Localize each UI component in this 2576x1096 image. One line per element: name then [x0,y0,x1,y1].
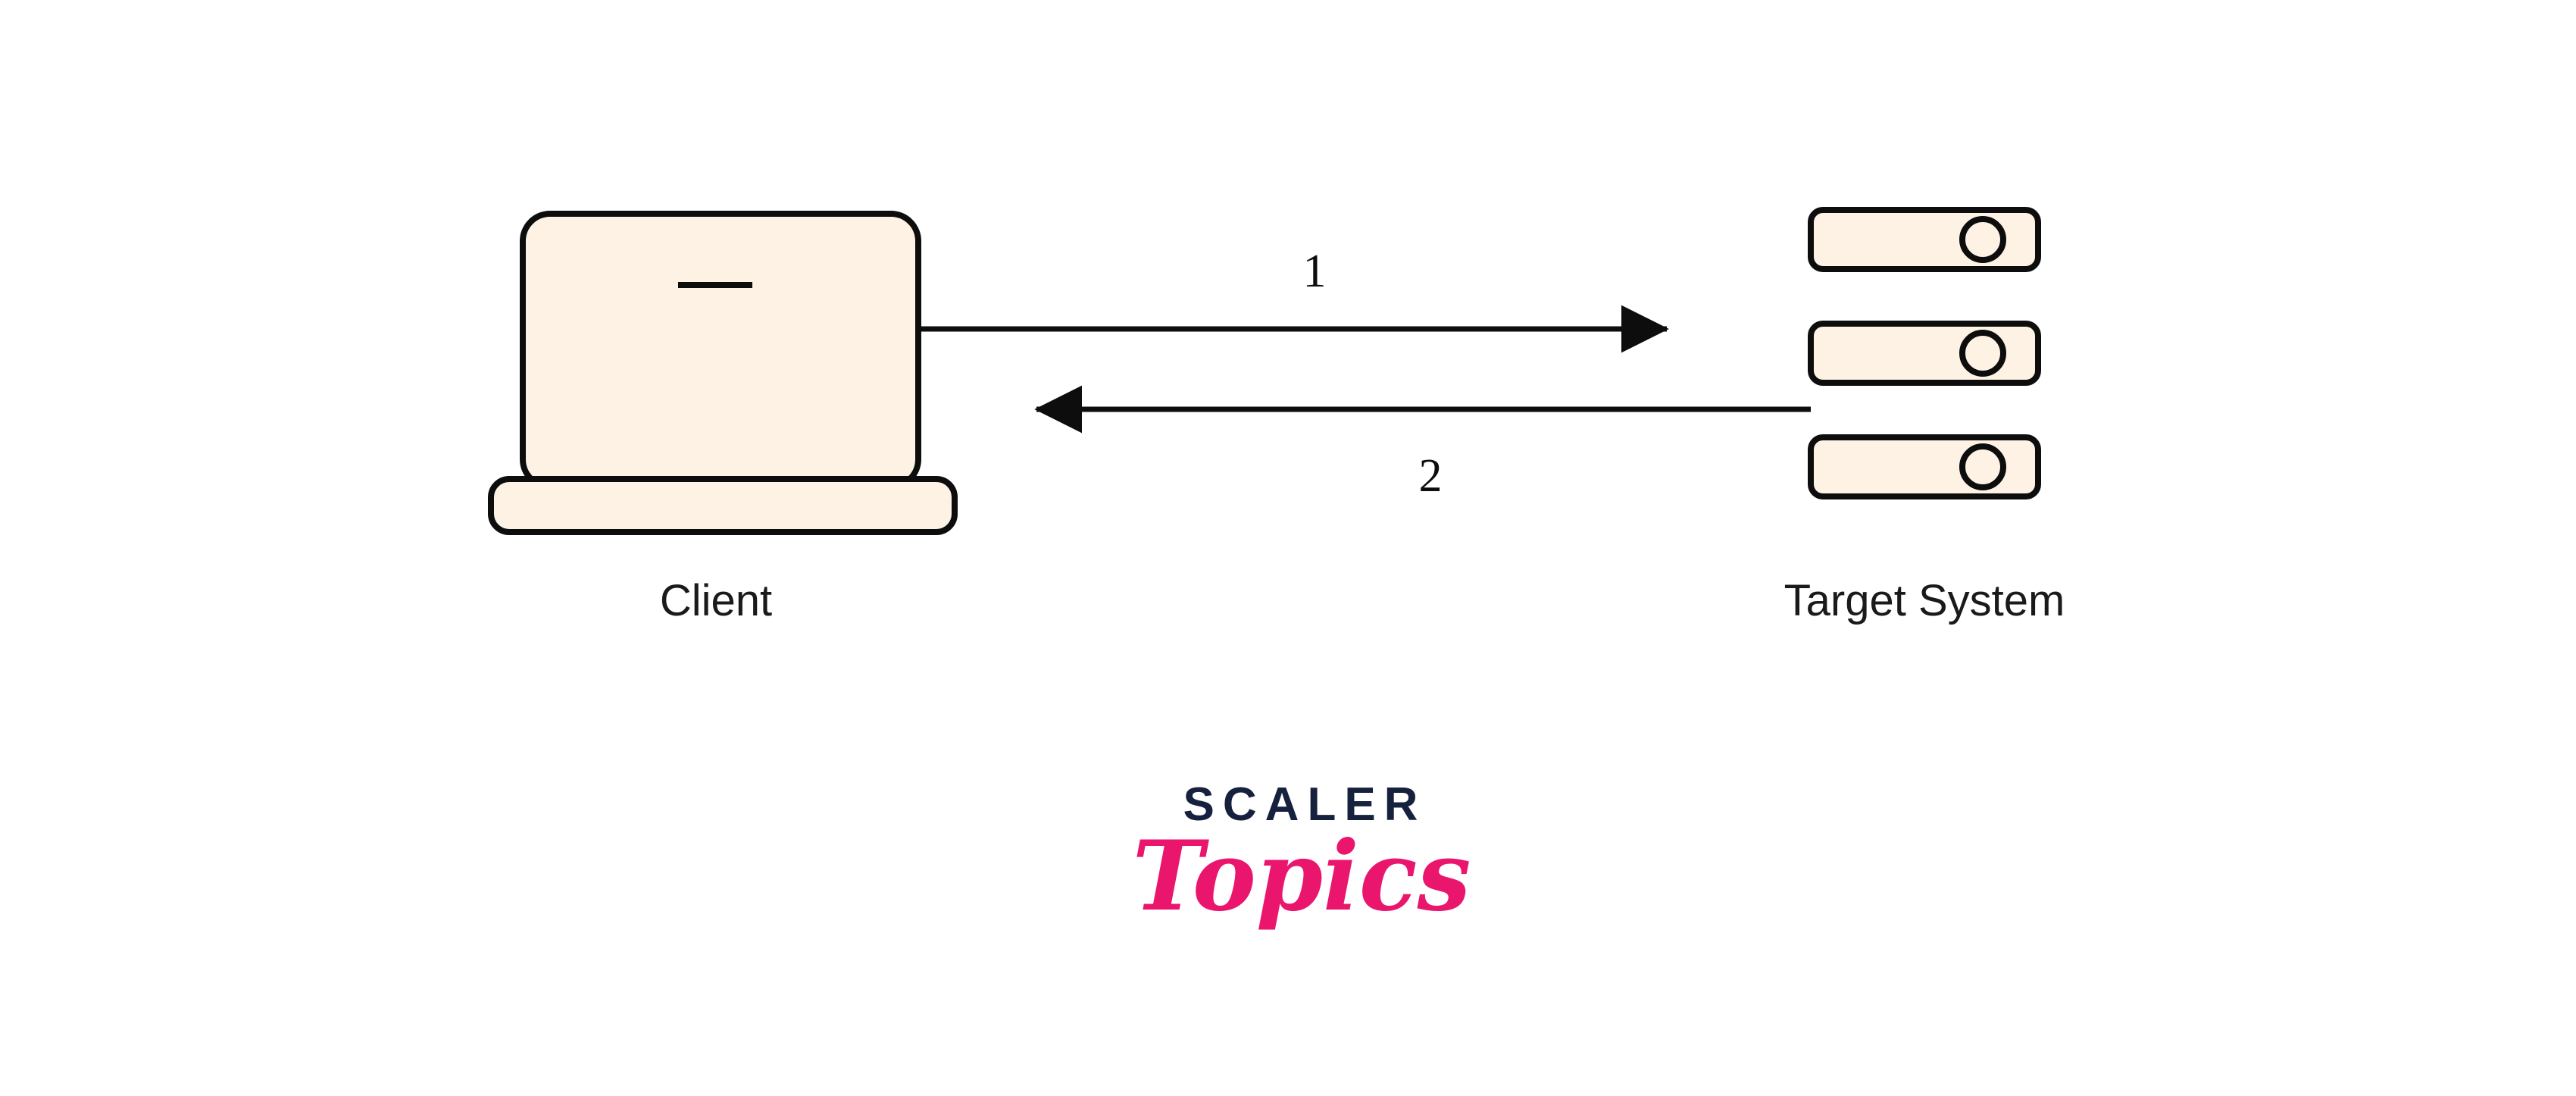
laptop-base [488,476,958,535]
scaler-topics-logo: SCALER Topics [1133,778,1471,932]
target-system-node[interactable]: Target System [1784,207,2065,625]
server-stack-icon [1808,207,2041,499]
client-node[interactable]: Client [488,211,958,625]
request-arrow: 1 [918,246,1669,353]
logo-wordmark: SCALER [1183,778,1427,831]
server-status-led-icon [1959,443,2006,490]
response-arrow: 2 [1034,385,1811,502]
server-unit [1808,434,2041,499]
laptop-screen [520,211,921,490]
laptop-icon [488,211,958,535]
request-arrow-label: 1 [1303,246,1327,297]
server-unit [1808,321,2041,386]
server-status-led-icon [1959,330,2006,377]
server-status-led-icon [1959,216,2006,263]
server-unit [1808,207,2041,272]
response-arrow-label: 2 [1419,450,1443,502]
client-label: Client [660,576,772,625]
target-system-label: Target System [1784,576,2065,625]
logo-script-topics: Topics [1133,820,1471,932]
